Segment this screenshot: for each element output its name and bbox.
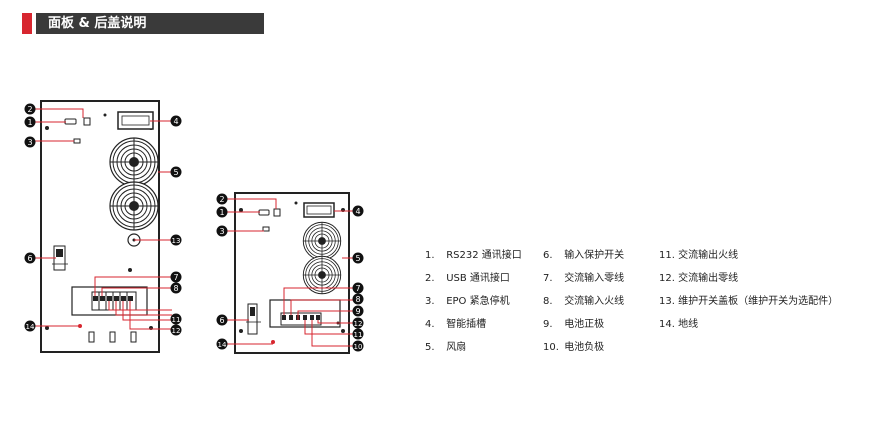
callout-2: 2 bbox=[24, 103, 36, 115]
usb-port bbox=[83, 117, 91, 126]
callout-1: 1 bbox=[24, 116, 36, 128]
input-breaker bbox=[247, 303, 258, 335]
svg-text:12: 12 bbox=[172, 327, 181, 335]
callout-12: 12 bbox=[170, 324, 182, 336]
header-bar bbox=[36, 13, 264, 34]
callout-10: 10 bbox=[352, 340, 364, 352]
callout-6: 6 bbox=[216, 314, 228, 326]
callout-7: 7 bbox=[352, 282, 364, 294]
usb-port bbox=[273, 208, 281, 217]
fan-icon bbox=[109, 181, 159, 231]
callout-12: 12 bbox=[352, 317, 364, 329]
svg-text:10: 10 bbox=[354, 343, 363, 351]
callout-14: 14 bbox=[216, 338, 228, 350]
legend-item: 1. RS232 通讯接口 bbox=[425, 250, 522, 261]
rs232-port bbox=[258, 209, 270, 216]
svg-text:5: 5 bbox=[173, 168, 178, 177]
callout-13: 13 bbox=[170, 234, 182, 246]
svg-text:5: 5 bbox=[355, 254, 360, 263]
svg-text:8: 8 bbox=[355, 295, 360, 304]
callout-4: 4 bbox=[170, 115, 182, 127]
legend-item: 9. 电池正极 bbox=[543, 319, 605, 330]
svg-text:3: 3 bbox=[219, 227, 224, 236]
callout-7: 7 bbox=[170, 271, 182, 283]
epo-switch bbox=[73, 138, 81, 144]
large-unit-leader-lines bbox=[34, 108, 172, 330]
svg-text:14: 14 bbox=[26, 323, 35, 331]
legend-item: 5. 风扇 bbox=[425, 342, 467, 353]
svg-text:6: 6 bbox=[219, 316, 224, 325]
small-unit bbox=[234, 192, 350, 354]
fan-icon bbox=[302, 221, 342, 261]
callout-1: 1 bbox=[216, 206, 228, 218]
callout-14: 14 bbox=[24, 320, 36, 332]
callout-11: 11 bbox=[352, 328, 364, 340]
legend-item: 4. 智能插槽 bbox=[425, 319, 487, 330]
legend-item: 3. EPO 紧急停机 bbox=[425, 296, 510, 307]
header-accent bbox=[22, 13, 32, 34]
legend-item: 2. USB 通讯接口 bbox=[425, 273, 510, 284]
section-header: 面板 & 后盖说明 bbox=[22, 13, 264, 34]
section-title: 面板 & 后盖说明 bbox=[48, 16, 147, 31]
small-unit-leader-lines bbox=[226, 198, 353, 347]
rs232-port bbox=[64, 118, 77, 125]
legend-item: 13. 维护开关盖板（维护开关为选配件） bbox=[659, 296, 839, 307]
svg-text:2: 2 bbox=[219, 195, 224, 204]
callout-4: 4 bbox=[352, 205, 364, 217]
smart-slot bbox=[303, 202, 335, 218]
callout-11: 11 bbox=[170, 313, 182, 325]
svg-text:1: 1 bbox=[27, 118, 32, 127]
svg-text:9: 9 bbox=[355, 307, 360, 316]
svg-text:3: 3 bbox=[27, 138, 32, 147]
callout-badges: 2 1 3 4 5 13 6 7 8 11 12 14 2 1 3 4 5 7 … bbox=[24, 103, 364, 352]
callout-8: 8 bbox=[170, 282, 182, 294]
callout-8: 8 bbox=[352, 293, 364, 305]
callout-3: 3 bbox=[24, 136, 36, 148]
legend-item: 11. 交流输出火线 bbox=[659, 250, 739, 261]
svg-text:2: 2 bbox=[27, 105, 32, 114]
svg-text:4: 4 bbox=[355, 207, 360, 216]
legend-item: 14. 地线 bbox=[659, 319, 699, 330]
svg-text:14: 14 bbox=[218, 341, 227, 349]
svg-text:11: 11 bbox=[172, 316, 181, 324]
callout-6: 6 bbox=[24, 252, 36, 264]
svg-text:13: 13 bbox=[172, 237, 181, 245]
legend-item: 12. 交流输出零线 bbox=[659, 273, 739, 284]
legend-item: 10. 电池负极 bbox=[543, 342, 605, 353]
svg-text:11: 11 bbox=[354, 331, 363, 339]
svg-text:4: 4 bbox=[173, 117, 178, 126]
callout-9: 9 bbox=[352, 305, 364, 317]
legend-item: 8. 交流输入火线 bbox=[543, 296, 625, 307]
smart-slot bbox=[117, 111, 154, 130]
epo-switch bbox=[262, 226, 270, 232]
callout-2: 2 bbox=[216, 193, 228, 205]
svg-text:8: 8 bbox=[173, 284, 178, 293]
svg-text:6: 6 bbox=[27, 254, 32, 263]
callout-5: 5 bbox=[352, 252, 364, 264]
callout-5: 5 bbox=[170, 166, 182, 178]
svg-text:12: 12 bbox=[354, 320, 363, 328]
large-unit bbox=[40, 100, 160, 353]
legend-item: 6. 输入保护开关 bbox=[543, 250, 625, 261]
legend-item: 7. 交流输入零线 bbox=[543, 273, 625, 284]
svg-text:7: 7 bbox=[173, 273, 178, 282]
ground-point bbox=[271, 340, 275, 344]
fan-icon bbox=[109, 137, 159, 187]
svg-text:7: 7 bbox=[355, 284, 360, 293]
callout-3: 3 bbox=[216, 225, 228, 237]
svg-text:1: 1 bbox=[219, 208, 224, 217]
